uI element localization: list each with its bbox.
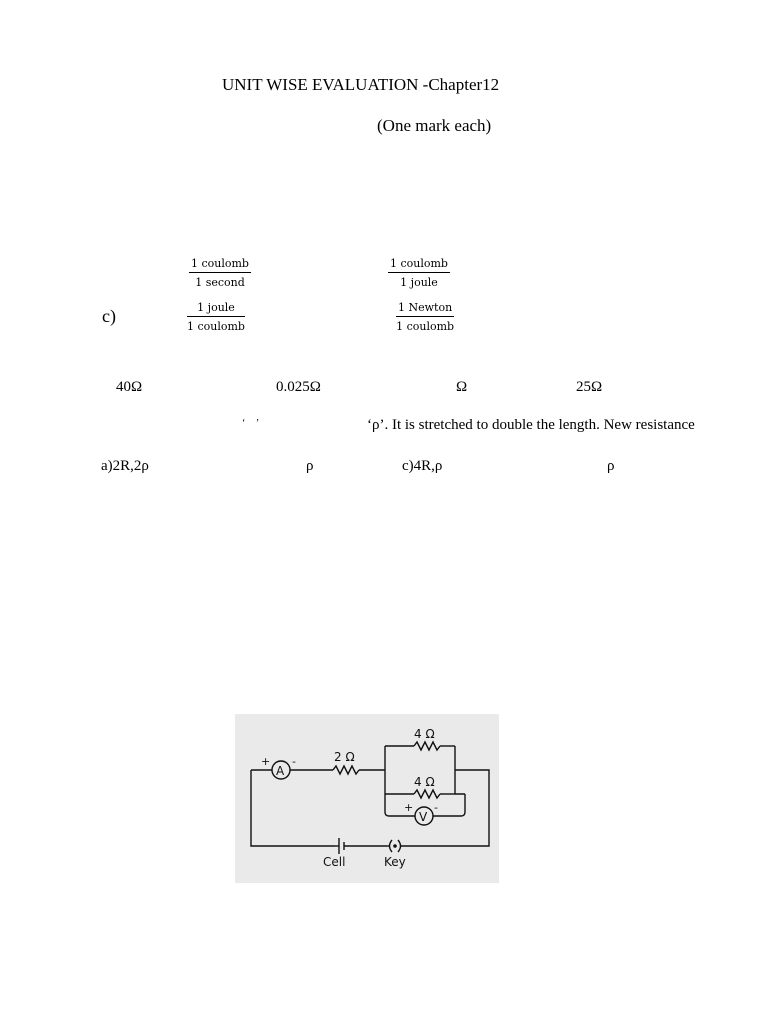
ammeter-minus: - xyxy=(292,755,296,768)
fraction-denominator: 1 coulomb xyxy=(396,320,455,333)
resistance-option-a: 40Ω xyxy=(116,379,143,395)
wire-right-outer xyxy=(401,769,490,847)
fraction-numerator: 1 coulomb xyxy=(388,257,450,273)
fraction-denominator: 1 second xyxy=(195,276,245,289)
key-label: Key xyxy=(384,855,406,869)
fraction-option-b: 1 coulomb 1 joule xyxy=(388,257,450,289)
stretch-option-b: ρ xyxy=(306,458,314,474)
circuit-diagram: A + - 2 Ω 4 Ω 4 Ω V + - Cell K xyxy=(235,714,499,883)
resistor-top-icon xyxy=(413,740,441,752)
fraction-option-d: 1 Newton 1 coulomb xyxy=(396,301,455,333)
stretch-option-d: ρ xyxy=(607,458,615,474)
voltmeter-plus: + xyxy=(404,801,413,814)
fraction-option-c: 1 joule 1 coulomb xyxy=(187,301,245,333)
fraction-numerator: 1 coulomb xyxy=(189,257,251,273)
fraction-option-a: 1 coulomb 1 second xyxy=(189,257,251,289)
question-text: ‘ρ’. It is stretched to double the lengt… xyxy=(367,417,695,433)
resistance-option-d: 25Ω xyxy=(576,379,603,395)
page-subtitle: (One mark each) xyxy=(377,116,492,135)
cell-label: Cell xyxy=(323,855,345,869)
wire-left xyxy=(250,770,335,847)
key-dot xyxy=(393,844,397,848)
resistor-2ohm-label: 2 Ω xyxy=(334,750,355,764)
voltmeter-icon xyxy=(414,806,434,826)
ammeter-plus: + xyxy=(261,755,270,768)
resistor-bottom-label: 4 Ω xyxy=(414,775,435,789)
fraction-numerator: 1 Newton xyxy=(396,301,455,317)
voltmeter-minus: - xyxy=(434,801,438,814)
resistance-option-b: 0.025Ω xyxy=(276,379,321,395)
page-title: UNIT WISE EVALUATION -Chapter12 xyxy=(222,75,500,94)
voltmeter-label: V xyxy=(419,810,428,824)
resistor-2ohm-icon xyxy=(332,764,360,776)
voltmeter-loop xyxy=(384,793,466,817)
stretch-option-c: c)4R,ρ xyxy=(402,458,443,474)
fraction-denominator: 1 coulomb xyxy=(187,320,245,333)
resistor-top-label: 4 Ω xyxy=(414,727,435,741)
option-label-c: c) xyxy=(102,306,116,326)
resistor-bottom-icon xyxy=(413,788,441,800)
resistance-option-c: Ω xyxy=(456,379,468,395)
ammeter-label: A xyxy=(276,764,285,778)
stretch-option-a: a)2R,2ρ xyxy=(101,458,149,474)
quote-marks: ‘ ’ xyxy=(242,418,260,429)
fraction-denominator: 1 joule xyxy=(400,276,438,289)
fraction-numerator: 1 joule xyxy=(187,301,245,317)
cell-icon xyxy=(338,838,345,854)
